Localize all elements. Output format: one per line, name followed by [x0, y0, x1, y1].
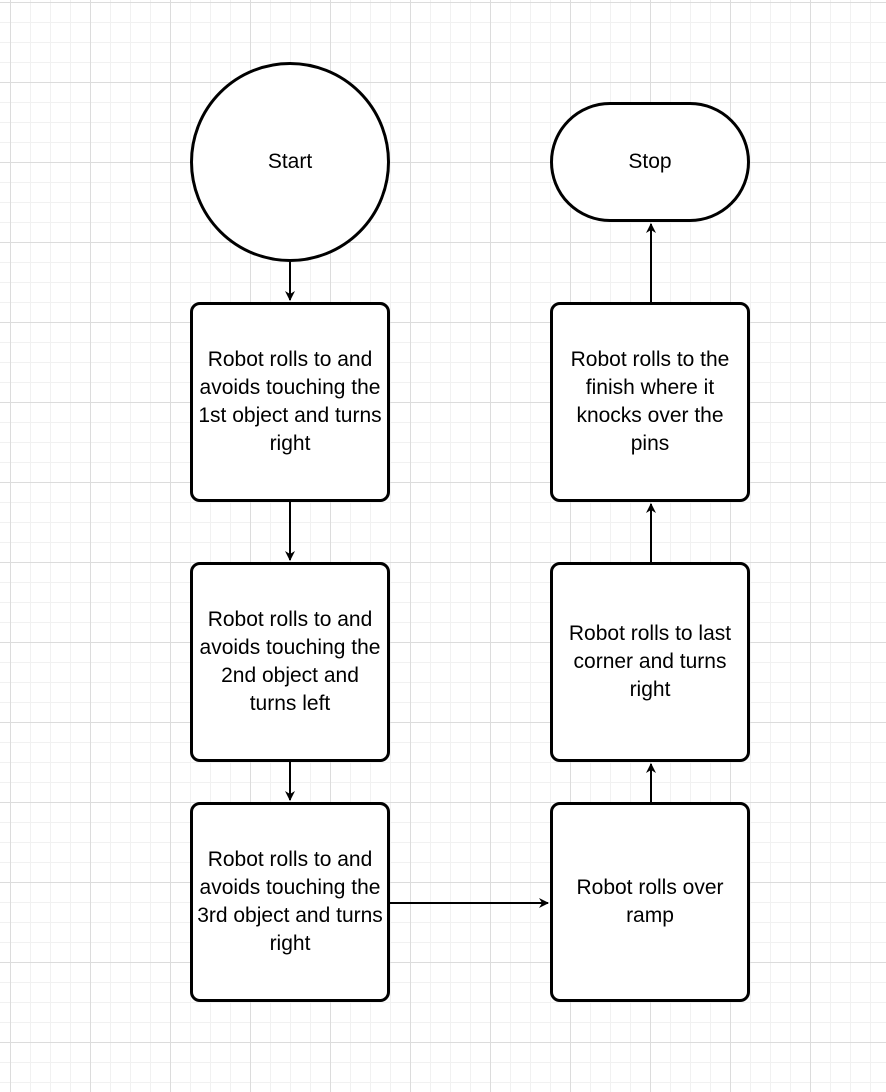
start-label: Start	[267, 150, 313, 173]
process-step-6-label: Robot rolls to the finish where it knock…	[570, 348, 730, 455]
process-step-6[interactable]: Robot rolls to the finish where it knock…	[550, 302, 750, 502]
process-step-5-label: Robot rolls to last corner and turns rig…	[568, 622, 732, 701]
stop-label: Stop	[628, 150, 672, 173]
process-step-5[interactable]: Robot rolls to last corner and turns rig…	[550, 562, 750, 762]
process-step-1[interactable]: Robot rolls to and avoids touching the 1…	[190, 302, 390, 502]
process-step-4[interactable]: Robot rolls over ramp	[550, 802, 750, 1002]
start-node[interactable]: Start	[190, 62, 390, 262]
process-step-4-label: Robot rolls over ramp	[576, 876, 724, 927]
process-step-2-label: Robot rolls to and avoids touching the 2…	[199, 608, 381, 715]
process-step-2[interactable]: Robot rolls to and avoids touching the 2…	[190, 562, 390, 762]
process-step-3[interactable]: Robot rolls to and avoids touching the 3…	[190, 802, 390, 1002]
stop-node[interactable]: Stop	[550, 102, 750, 222]
process-step-1-label: Robot rolls to and avoids touching the 1…	[198, 348, 382, 455]
process-step-3-label: Robot rolls to and avoids touching the 3…	[197, 848, 383, 955]
